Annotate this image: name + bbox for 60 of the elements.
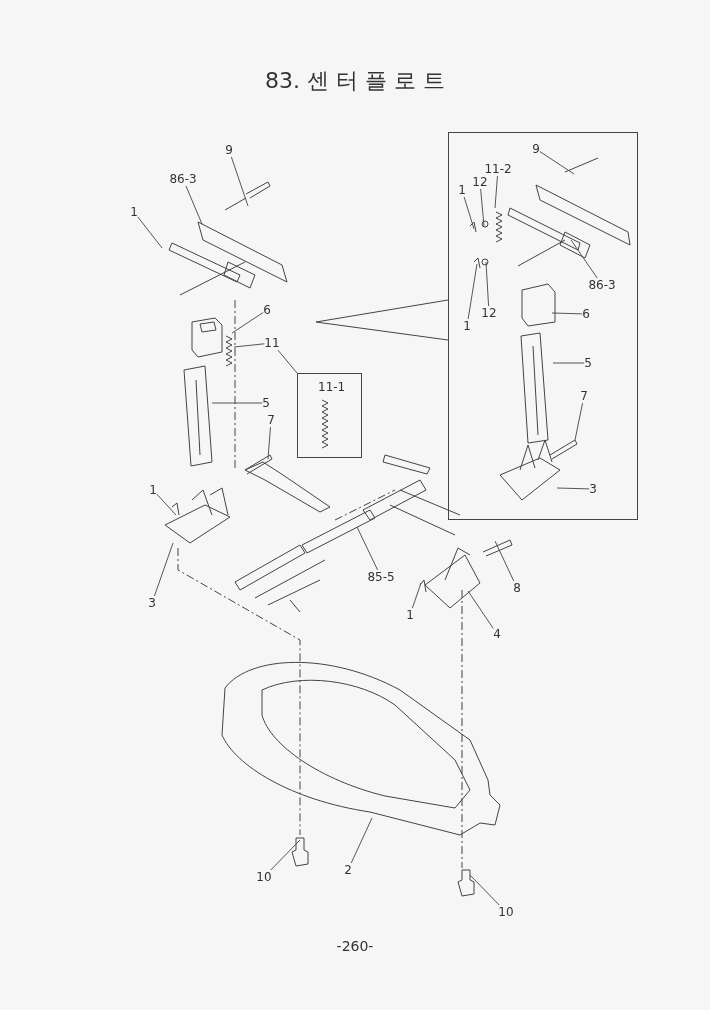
callout-number: 86-3 [169,172,197,186]
callout-number: 5 [262,396,270,410]
inset-frame [297,373,362,458]
callout-number: 6 [263,303,271,317]
leader-line [485,261,490,307]
page-title: 83. 센 터 플 로 트 [264,67,446,95]
callout-number: 1 [149,483,157,497]
callout-number: 3 [589,482,597,496]
leader-line [463,196,475,230]
leader-line [137,216,163,249]
callout-number: 86-3 [588,278,616,292]
callout-number: 11-1 [318,380,346,394]
callout-number: 9 [532,142,540,156]
leader-line [467,263,478,320]
leader-line [469,874,500,906]
leader-line [270,839,301,871]
leader-line [467,590,494,629]
leader-line [233,343,265,348]
inset-frame [448,132,638,520]
callout-number: 1 [130,205,138,219]
leader-line [411,582,422,609]
callout-number: 11 [264,336,280,350]
leader-line [211,402,263,404]
leader-line [574,402,584,441]
callout-number: 12 [472,175,488,189]
callout-number: 10 [498,905,514,919]
callout-number: 10 [256,870,272,884]
leader-line [539,151,575,175]
page-number: -260- [335,938,375,954]
leader-line [494,175,498,209]
callout-number: 11-2 [484,162,512,176]
leader-line [185,185,203,225]
leader-line [356,526,379,571]
leader-line [231,312,264,334]
leader-line [570,239,598,279]
leader-line [350,817,373,864]
callout-number: 1 [458,183,466,197]
callout-number: 2 [344,863,352,877]
callout-number: 3 [148,596,156,610]
leader-line [551,312,583,315]
callout-number: 1 [406,608,414,622]
callout-number: 7 [580,389,588,403]
leader-line [154,542,174,597]
callout-number: 12 [481,306,497,320]
leader-line [494,540,515,582]
callout-number: 4 [493,627,501,641]
callout-number: 7 [267,413,275,427]
callout-number: 9 [225,143,233,157]
leader-line [230,156,249,207]
leader-line [156,493,177,516]
leader-line [267,426,271,460]
leader-line [480,188,485,227]
callout-number: 5 [584,356,592,370]
callout-number: 6 [582,307,590,321]
callout-number: 1 [463,319,471,333]
leader-line [277,349,298,374]
callout-number: 85-5 [367,570,395,584]
leader-line [556,487,590,490]
callout-number: 8 [513,581,521,595]
leader-line [552,362,585,364]
